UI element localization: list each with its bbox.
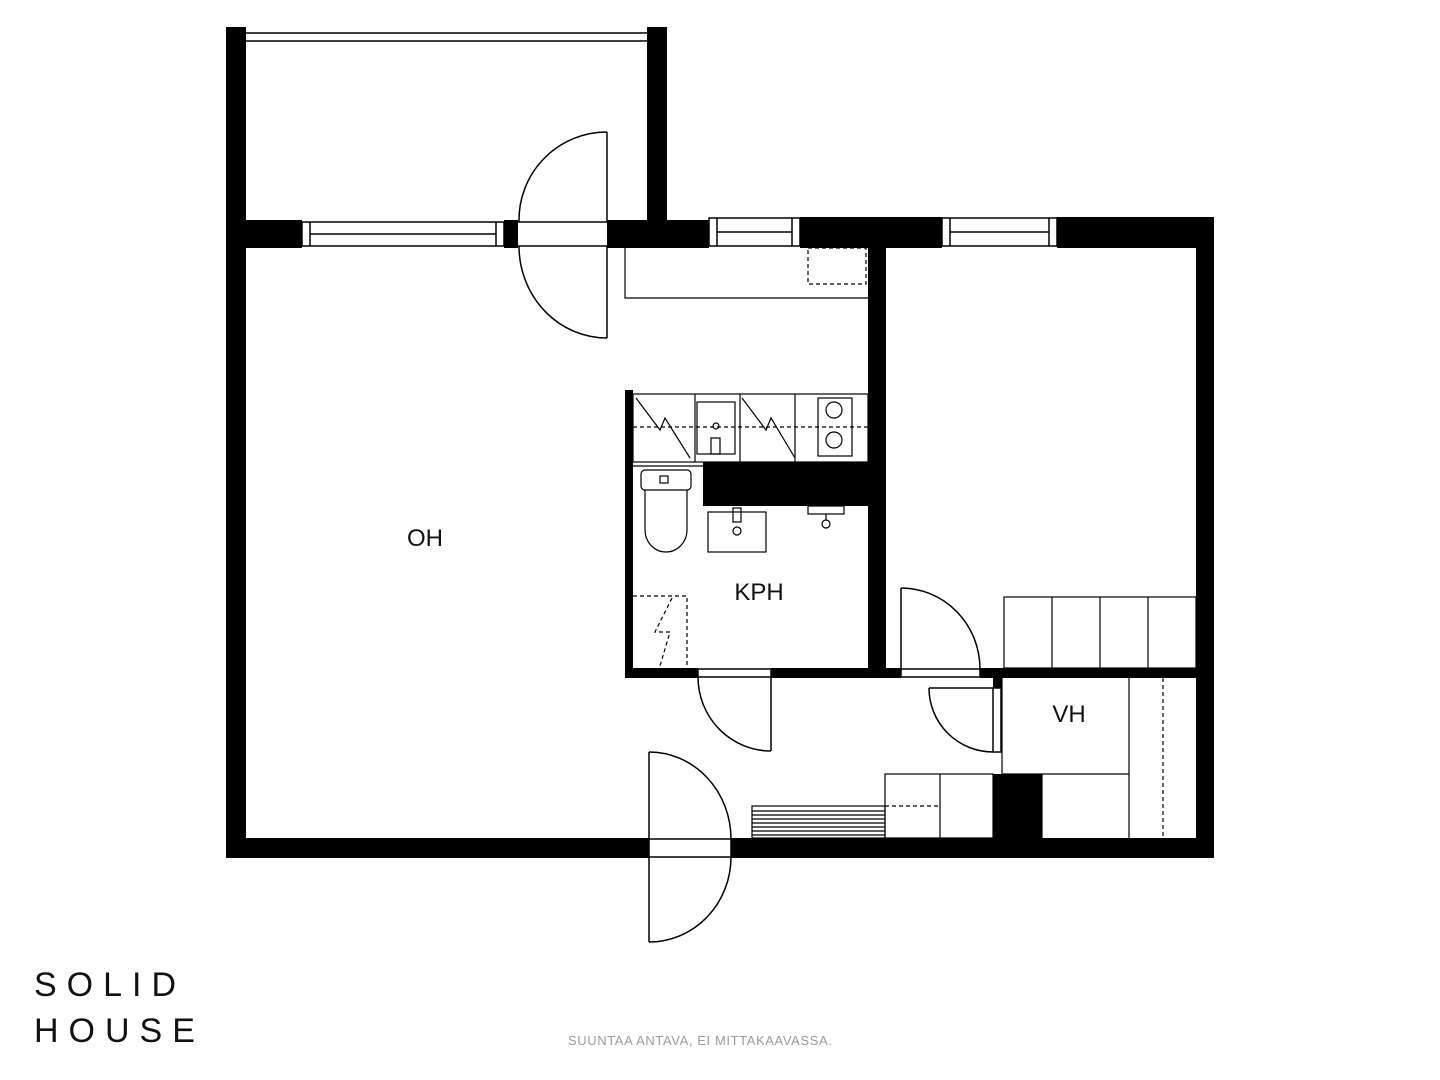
shoe-rack	[751, 805, 886, 839]
window-bedroom	[941, 217, 1058, 247]
room-label-bathroom: KPH	[734, 579, 783, 606]
toilet-bowl	[644, 490, 688, 553]
wall-top-5	[1057, 217, 1214, 248]
stove-burner-2	[825, 431, 843, 449]
logo-line-1: SOLID	[34, 966, 187, 1004]
entrance-door	[648, 751, 732, 943]
appliance-symbol-2	[741, 397, 796, 459]
balcony-wall-left	[226, 27, 246, 248]
appliance-symbol-1	[635, 397, 691, 459]
wall-bath-bottom-1	[625, 668, 698, 678]
wall-bedroom-bottom	[980, 668, 1214, 678]
wall-bath-top	[703, 462, 886, 506]
logo-line-2: HOUSE	[34, 1012, 205, 1050]
kitchen	[624, 247, 869, 463]
wall-top-4	[800, 217, 942, 248]
wall-bottom-2	[731, 838, 1214, 858]
window-kitchen	[708, 217, 801, 247]
interior-walls	[625, 246, 1214, 858]
closet	[1001, 678, 1164, 838]
windows	[301, 217, 1058, 247]
shower-mixer	[807, 505, 845, 529]
bedroom-wardrobes	[1003, 596, 1197, 669]
wall-right	[1196, 217, 1214, 858]
closet-door	[928, 687, 1002, 753]
window-living	[301, 221, 505, 247]
wash-basin	[707, 511, 767, 553]
exterior-walls	[226, 217, 1214, 858]
toilet-tank	[640, 469, 692, 491]
disclaimer-text: SUUNTAA ANTAVA, EI MITTAKAAVASSA.	[568, 1033, 833, 1048]
wall-top-2	[504, 220, 518, 248]
stove-burner-1	[825, 401, 843, 419]
balcony-door	[518, 131, 608, 339]
wall-top-3	[607, 220, 709, 248]
kitchen-cabinet-dashed	[807, 247, 867, 285]
wall-bottom-1	[226, 838, 649, 858]
hallway-storage	[751, 773, 994, 839]
wall-closet-pillar	[993, 774, 1042, 858]
kitchenette	[632, 393, 869, 463]
wall-bath-left	[625, 390, 633, 678]
wall-left	[226, 220, 246, 858]
brand-logo: SOLID HOUSE	[34, 962, 204, 1054]
shower-area	[633, 595, 688, 668]
bathroom-door	[697, 668, 772, 752]
bedroom-door	[900, 587, 981, 678]
balcony	[226, 27, 667, 248]
balcony-wall-right	[647, 27, 667, 248]
room-label-living: OH	[407, 525, 443, 552]
kitchen-sink	[696, 401, 736, 455]
bathroom	[633, 465, 845, 668]
kitchen-upper-counter	[624, 248, 868, 299]
stove	[817, 397, 853, 457]
wall-bath-bottom-2	[771, 668, 901, 678]
room-label-closet: VH	[1052, 701, 1085, 728]
